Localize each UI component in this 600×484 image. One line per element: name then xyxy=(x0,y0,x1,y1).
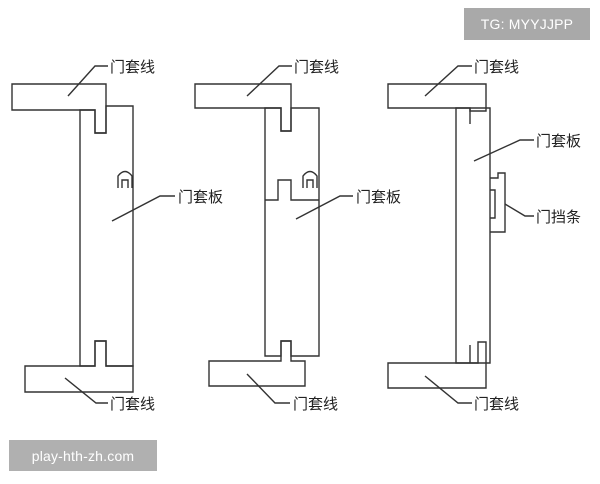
fig3-label-bottom: 门套线 xyxy=(474,395,519,413)
figure-1 xyxy=(11,65,175,404)
fig3-leader-bottom xyxy=(424,375,472,404)
fig1-leader-board xyxy=(111,195,175,222)
fig3-leader-top xyxy=(424,65,472,97)
fig1-leader-top xyxy=(67,65,108,97)
fig2-casing-board xyxy=(264,107,320,357)
fig3-top-casing-line xyxy=(387,83,487,112)
figure-3 xyxy=(387,65,534,404)
fig3-label-top: 门套线 xyxy=(474,58,519,76)
fig3-casing-board xyxy=(455,107,491,364)
fig2-leader-bottom xyxy=(246,373,290,404)
fig2-stop-hook xyxy=(302,170,318,188)
fig3-door-stop xyxy=(490,172,506,233)
fig3-leader-stop xyxy=(504,203,534,217)
fig3-label-stop: 门挡条 xyxy=(536,208,581,226)
fig3-bottom-casing-line xyxy=(387,341,487,389)
fig2-leader-board xyxy=(295,195,353,220)
fig1-bottom-casing-line xyxy=(24,340,134,393)
fig1-label-bottom: 门套线 xyxy=(110,395,155,413)
fig2-notch xyxy=(265,179,319,201)
fig3-leader-board xyxy=(473,139,534,162)
fig3-label-board: 门套板 xyxy=(536,132,581,150)
fig1-label-top: 门套线 xyxy=(110,58,155,76)
fig2-label-bottom: 门套线 xyxy=(293,395,338,413)
fig2-leader-top xyxy=(246,65,292,97)
site-watermark: play-hth-zh.com xyxy=(9,440,157,471)
fig1-stop-hook xyxy=(117,170,133,188)
fig1-label-board: 门套板 xyxy=(178,188,223,206)
fig2-label-top: 门套线 xyxy=(294,58,339,76)
fig2-label-board: 门套板 xyxy=(356,188,401,206)
fig1-casing-board xyxy=(79,105,134,367)
figure-2 xyxy=(194,65,353,404)
fig1-top-casing-line xyxy=(11,83,107,134)
telegram-watermark: TG: MYYJJPP xyxy=(464,8,590,40)
fig1-leader-bottom xyxy=(64,377,108,404)
fig2-bottom-casing-line xyxy=(208,340,306,387)
